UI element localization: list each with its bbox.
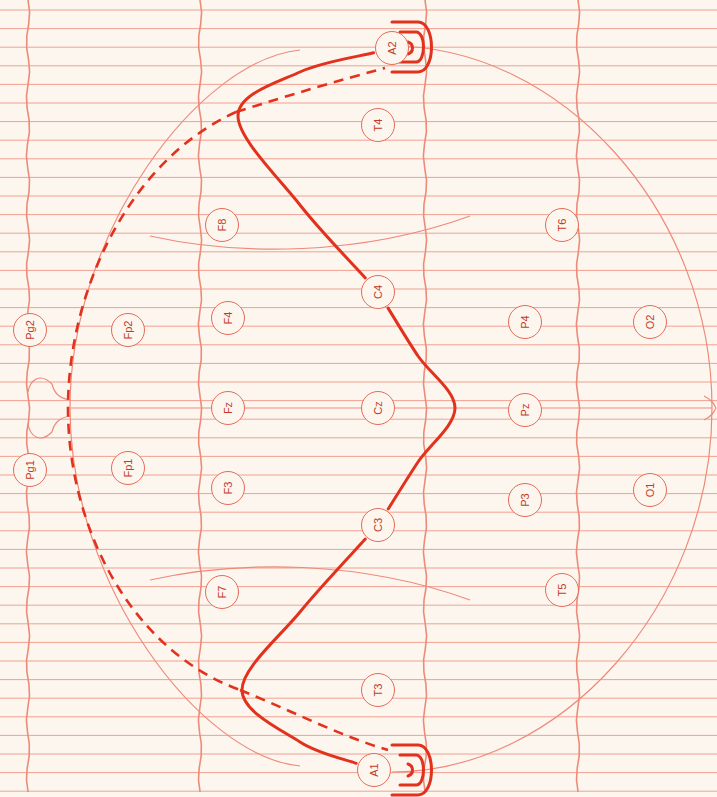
electrode-label: T5 (557, 584, 568, 597)
electrode-circle: Fz (211, 391, 245, 425)
electrode-label: O1 (645, 483, 656, 498)
electrode-circle: T5 (545, 573, 579, 607)
electrode-label: T4 (373, 119, 384, 132)
electrode-circle: O1 (633, 473, 667, 507)
electrode-label: Fz (223, 402, 234, 414)
electrode-label: F8 (217, 219, 228, 232)
electrode-circle: F8 (205, 208, 239, 242)
electrode-circle: Fp2 (111, 313, 145, 347)
electrode-label: A2 (387, 41, 398, 54)
electrode-circle: C3 (361, 508, 395, 542)
electrode-circle: T4 (361, 108, 395, 142)
electrode-label: C3 (373, 518, 384, 532)
electrode-label: Cz (373, 401, 384, 414)
electrode-circle: P4 (508, 305, 542, 339)
electrode-circle: Pg2 (13, 313, 47, 347)
electrode-circle: A2 (375, 31, 409, 65)
electrode-label: Pg2 (25, 320, 36, 340)
electrode-label: Pg1 (25, 460, 36, 480)
electrode-label: P4 (520, 315, 531, 328)
dashed-outline (68, 68, 388, 750)
electrode-circle: F7 (205, 575, 239, 609)
montage-line (388, 308, 455, 509)
ear-clip (392, 22, 432, 795)
electrode-circle: A1 (357, 753, 391, 787)
electrode-circle: T3 (361, 673, 395, 707)
montage-line (238, 53, 374, 278)
electrode-label: Fp1 (123, 459, 134, 478)
electrode-label: O2 (645, 315, 656, 330)
electrode-label: T3 (373, 684, 384, 697)
electrode-circle: C4 (361, 275, 395, 309)
electrode-label: C4 (373, 285, 384, 299)
montage-line (242, 539, 365, 763)
electrode-label: P3 (520, 493, 531, 506)
electrode-circle: Fp1 (111, 451, 145, 485)
electrode-circle: T6 (545, 208, 579, 242)
electrode-circle: F4 (211, 301, 245, 335)
electrode-label: F4 (223, 312, 234, 325)
electrode-label: T6 (557, 219, 568, 232)
electrode-label: Pz (520, 404, 531, 417)
head-outline (28, 46, 716, 772)
electrode-circle: Pz (508, 393, 542, 427)
electrode-circle: P3 (508, 483, 542, 517)
electrode-label: Fp2 (123, 321, 134, 340)
electrode-label: A1 (369, 763, 380, 776)
electrode-label: F7 (217, 586, 228, 599)
electrode-circle: Cz (361, 391, 395, 425)
electrode-circle: Pg1 (13, 453, 47, 487)
electrode-label: F3 (223, 482, 234, 495)
electrode-circle: O2 (633, 305, 667, 339)
electrode-circle: F3 (211, 471, 245, 505)
